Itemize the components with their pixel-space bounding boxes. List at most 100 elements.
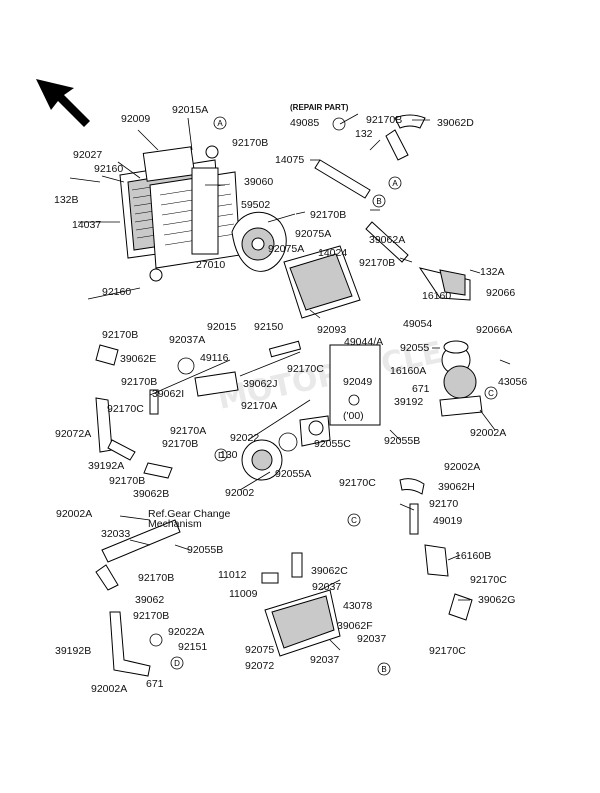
- repair-part-note: (REPAIR PART): [290, 103, 349, 112]
- reference-markers: A A B B C C D D: [170, 116, 498, 676]
- part-label: 92170C: [339, 477, 376, 489]
- part-label: 11012: [218, 569, 247, 581]
- part-label: 92075A: [268, 243, 304, 255]
- ref-gear-note-1: Ref.Gear Change: [148, 508, 230, 520]
- svg-text:D: D: [174, 659, 180, 668]
- part-label: 92072: [245, 660, 274, 672]
- part-label: 49116: [200, 352, 229, 364]
- part-label: 92160: [102, 286, 131, 298]
- part-label: 92055B: [187, 544, 223, 556]
- part-label: 92049: [343, 376, 372, 388]
- lower-tank-assembly: [261, 552, 341, 657]
- part-label: 92075: [245, 644, 274, 656]
- part-label: 39062D: [437, 117, 474, 129]
- part-label: 92170B: [310, 209, 346, 221]
- part-label: 14024: [318, 247, 347, 259]
- part-label: 39192: [394, 396, 423, 408]
- part-label: 92066A: [476, 324, 512, 336]
- part-label: 92022: [230, 432, 259, 444]
- part-label: 39062I: [152, 388, 184, 400]
- part-label: 92027: [73, 149, 102, 161]
- part-label: 92002A: [56, 508, 92, 520]
- svg-text:B: B: [376, 197, 381, 206]
- part-label: 92170B: [109, 475, 145, 487]
- part-label: 92009: [121, 113, 150, 125]
- part-label: 92093: [317, 324, 346, 336]
- part-label: 39062C: [311, 565, 348, 577]
- year-note: ('00): [343, 410, 364, 422]
- part-label: 27010: [196, 259, 225, 271]
- part-label: 92170C: [470, 574, 507, 586]
- part-label: 49044/A: [344, 336, 383, 348]
- svg-text:C: C: [488, 389, 494, 398]
- part-label: 130: [220, 449, 238, 461]
- part-label: 59502: [241, 199, 270, 211]
- part-label: 92002: [225, 487, 254, 499]
- part-label: 43056: [498, 376, 527, 388]
- part-label: 39062F: [337, 620, 373, 632]
- part-label: 39060: [244, 176, 273, 188]
- part-label: 92002A: [444, 461, 480, 473]
- part-label: 39062G: [478, 594, 515, 606]
- part-label: 92170A: [241, 400, 277, 412]
- part-label: 92075A: [295, 228, 331, 240]
- part-label: 49019: [433, 515, 462, 527]
- svg-text:B: B: [381, 665, 386, 674]
- part-label: 39062A: [369, 234, 405, 246]
- part-label: 92055: [400, 342, 429, 354]
- part-label: 39062B: [133, 488, 169, 500]
- part-label: 39192A: [88, 460, 124, 472]
- part-label: 92055A: [275, 468, 311, 480]
- part-label: 92170C: [429, 645, 466, 657]
- part-label: 39062J: [243, 378, 277, 390]
- ref-gear-note-2: Mechanism: [148, 518, 202, 530]
- part-label: 132: [355, 128, 373, 140]
- part-label: 92150: [254, 321, 283, 333]
- part-label: 92170B: [138, 572, 174, 584]
- part-label: 92170B: [102, 329, 138, 341]
- part-label: 92015: [207, 321, 236, 333]
- front-direction-arrow: [36, 79, 90, 127]
- part-label: 39062H: [438, 481, 475, 493]
- part-label: 16160: [422, 290, 451, 302]
- part-label: 14037: [72, 219, 101, 231]
- part-label: 132B: [54, 194, 79, 206]
- reserve-tank: [283, 245, 361, 319]
- svg-text:D: D: [218, 451, 224, 460]
- part-label: 14075: [275, 154, 304, 166]
- part-label: 39062E: [120, 353, 156, 365]
- part-label: 16160A: [390, 365, 426, 377]
- part-label: 92170B: [133, 610, 169, 622]
- part-label: 671: [412, 383, 430, 395]
- fan-assembly: [231, 211, 306, 272]
- part-label: 92066: [486, 287, 515, 299]
- part-label: 92002A: [91, 683, 127, 695]
- inset-box-49044: [329, 344, 381, 426]
- part-label: 92170C: [287, 363, 324, 375]
- part-label: 92022A: [168, 626, 204, 638]
- part-label: 92170B: [162, 438, 198, 450]
- svg-text:C: C: [351, 516, 357, 525]
- part-label: 92037: [310, 654, 339, 666]
- part-labels: 92009 92015A 92027 92160 132B 14037 3906…: [54, 104, 527, 695]
- part-label: 43078: [343, 600, 372, 612]
- part-label: 92170B: [359, 257, 395, 269]
- thermostat-housing: [439, 340, 483, 417]
- upper-hoses: [314, 114, 471, 301]
- part-label: 92151: [178, 641, 207, 653]
- part-label: 92170: [429, 498, 458, 510]
- part-label: 92055C: [314, 438, 351, 450]
- part-label: 39062: [135, 594, 164, 606]
- part-label: 49054: [403, 318, 432, 330]
- part-label: 11009: [229, 588, 258, 600]
- part-label: 92160: [94, 163, 123, 175]
- part-label: 92170C: [107, 403, 144, 415]
- part-label: 92170A: [170, 425, 206, 437]
- part-label: 92170B: [232, 137, 268, 149]
- left-pipes: [95, 340, 302, 479]
- part-label: 16160B: [455, 550, 491, 562]
- svg-text:A: A: [392, 179, 398, 188]
- part-label: 92170B: [121, 376, 157, 388]
- part-label: 39192B: [55, 645, 91, 657]
